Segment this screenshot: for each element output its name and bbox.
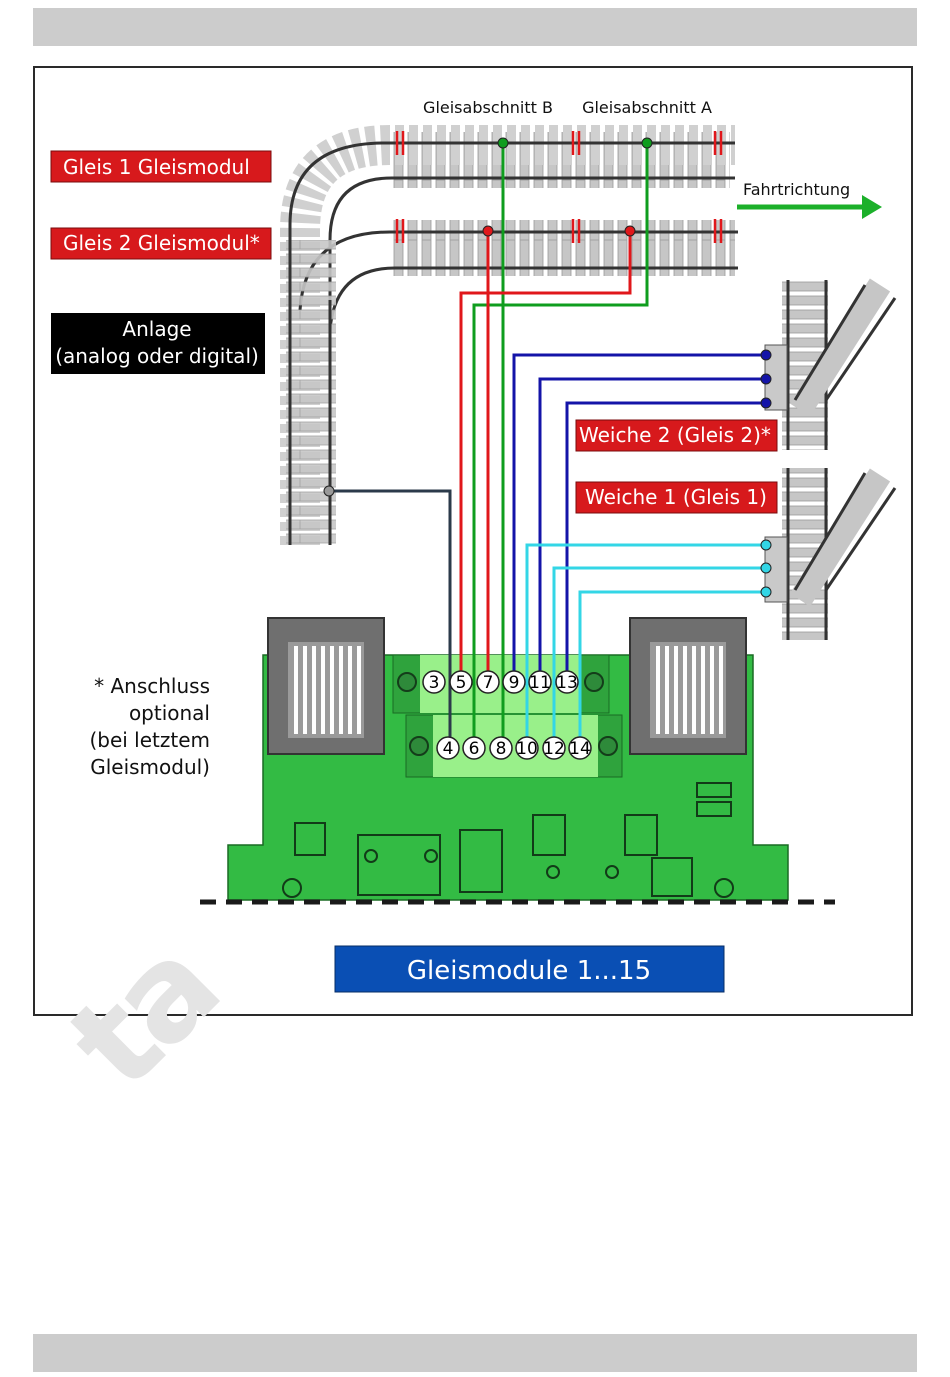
label-anlage-2: (analog oder digital) [55,344,259,368]
footnote-line: optional [129,701,210,725]
label-weiche2: Weiche 2 (Gleis 2)* [579,423,771,447]
terminal-label: 14 [569,739,591,759]
terminal-label: 3 [429,673,440,693]
label-anlage-1: Anlage [122,317,191,341]
footnote-line: * Anschluss [94,674,210,698]
wire-junctions [324,138,771,597]
terminal-label: 7 [483,673,494,693]
turnout-weiche-1 [765,468,895,640]
label-weiche1: Weiche 1 (Gleis 1) [585,485,767,509]
terminal-label: 5 [456,673,467,693]
footnote-line: Gleismodul) [90,755,210,779]
terminal-label: 12 [543,739,565,759]
terminal-label: 11 [529,673,551,693]
wire-red-a [461,231,630,682]
terminal-label: 4 [443,739,454,759]
label-fahrtrichtung: Fahrtrichtung [743,180,850,199]
terminal-label: 10 [516,739,538,759]
footnote: * Anschluss optional (bei letztem Gleism… [89,674,210,779]
label-gleisabschnitt-a: Gleisabschnitt A [582,98,712,117]
turnout-weiche-2 [765,280,895,450]
terminal-label: 6 [469,739,480,759]
label-gleisabschnitt-b: Gleisabschnitt B [423,98,553,117]
label-gleis2: Gleis 2 Gleismodul* [63,231,260,255]
footnote-line: (bei letztem [89,728,210,752]
terminal-label: 9 [509,673,520,693]
gleismodul-board [200,618,835,902]
banner-title: Gleismodule 1...15 [407,956,651,986]
terminal-label: 8 [496,739,507,759]
track-gleis-2 [300,220,738,330]
label-gleis1: Gleis 1 Gleismodul [63,155,250,179]
terminal-label: 13 [556,673,578,693]
